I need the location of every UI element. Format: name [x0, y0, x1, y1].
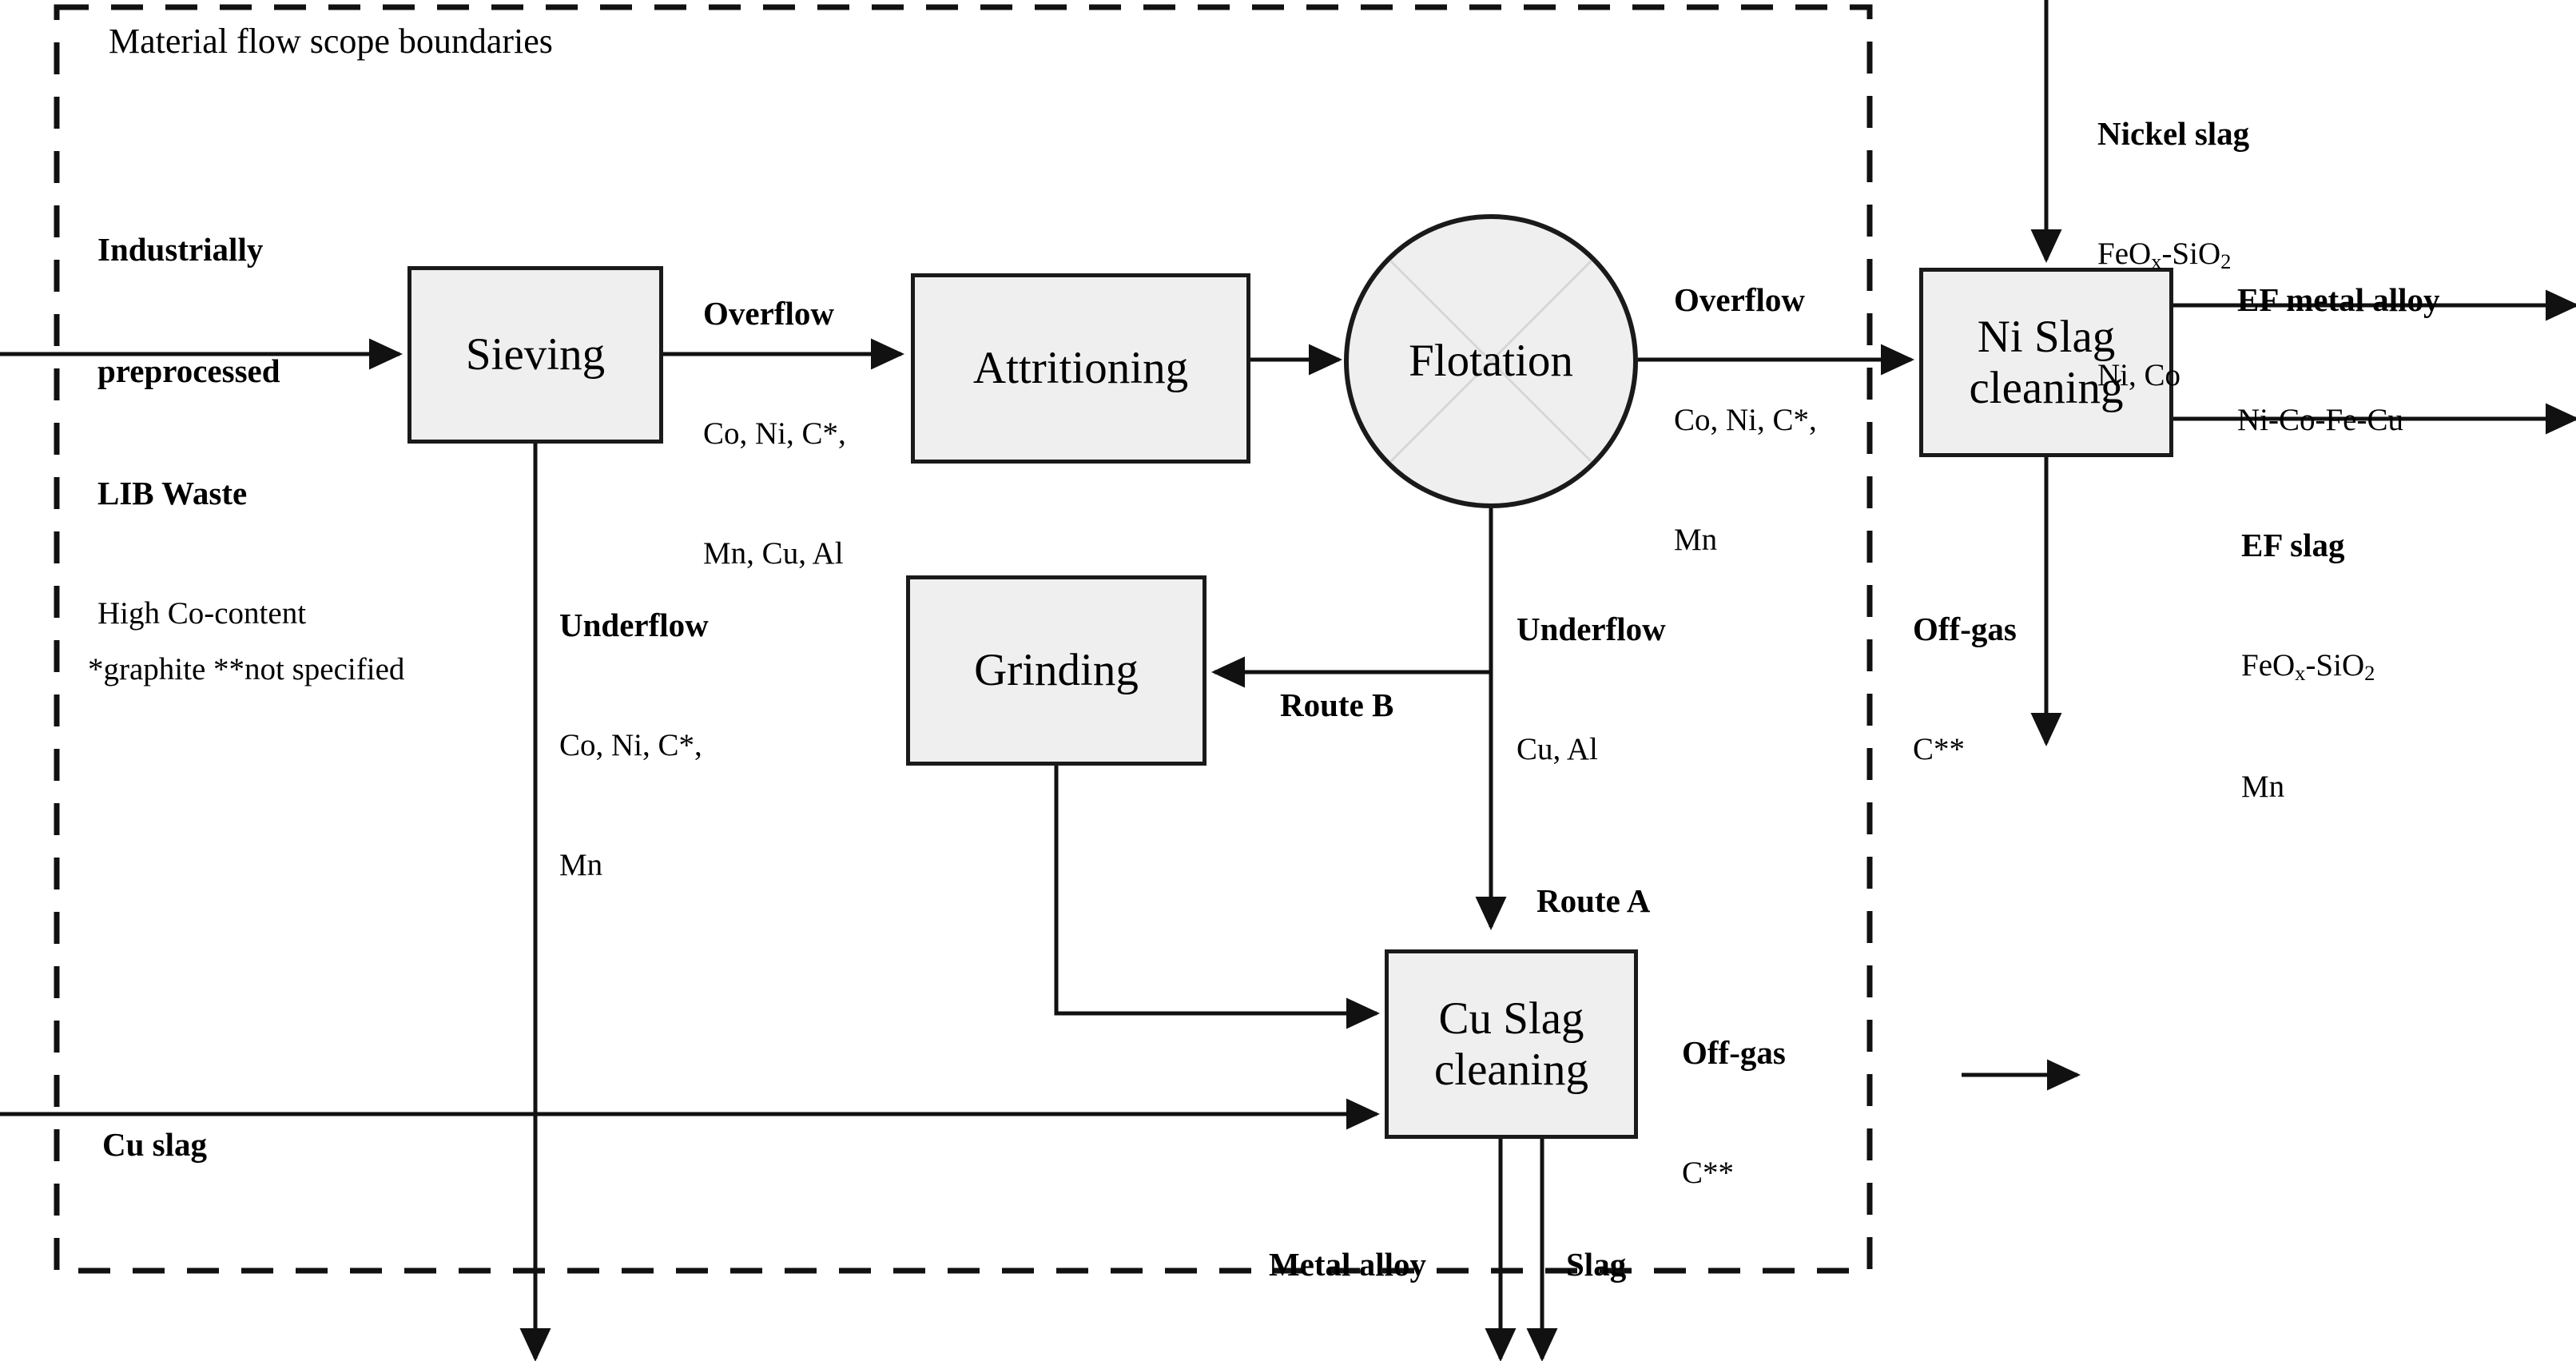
node-ni-slag-cleaning-label: Ni Slag cleaning	[1969, 311, 2124, 413]
node-sieving-label: Sieving	[465, 329, 606, 380]
node-flotation[interactable]: Flotation	[1344, 214, 1638, 508]
footnote-legend: *graphite **not specified	[88, 652, 405, 686]
node-sieving[interactable]: Sieving	[407, 266, 663, 444]
label-ef-slag: EF slag FeOx-SiO2 Mn	[2241, 444, 2375, 888]
label-sieving-underflow: Underflow Co, Ni, C*, Mn	[559, 523, 709, 966]
label-route-b: Route B	[1280, 603, 1393, 806]
label-cu-offgas: Off-gas C**	[1682, 951, 1786, 1274]
label-ef-slag-formula: FeOx-SiO2	[2241, 648, 2375, 685]
label-nickel-slag-formula: FeOx-SiO2	[2097, 237, 2232, 273]
label-flotation-overflow-sub2: Mn	[1674, 523, 1718, 558]
label-cu-offgas-title: Off-gas	[1682, 1033, 1786, 1071]
label-ef-metal-alloy-title: EF metal alloy	[2237, 281, 2440, 318]
label-cu-slag-in: Cu slag	[102, 1043, 207, 1246]
label-metal-alloy-out-title: Metal alloy	[1269, 1245, 1426, 1283]
label-flotation-overflow: Overflow Co, Ni, C*, Mn	[1674, 198, 1817, 641]
label-feed: Industrially preprocessed LIB Waste High…	[97, 148, 306, 714]
node-grinding-label: Grinding	[974, 645, 1139, 696]
label-sieving-overflow-sub2: Mn, Cu, Al	[703, 536, 844, 571]
label-cu-offgas-sub1: C**	[1682, 1156, 1735, 1191]
label-sieving-overflow: Overflow Co, Ni, C*, Mn, Cu, Al	[703, 212, 846, 655]
label-feed-line1: Industrially	[97, 230, 264, 268]
label-nickel-slag-title: Nickel slag	[2097, 114, 2250, 152]
label-flotation-overflow-title: Overflow	[1674, 281, 1805, 318]
label-sieving-overflow-sub1: Co, Ni, C*,	[703, 416, 846, 452]
label-flotation-underflow-sub1: Cu, Al	[1517, 732, 1598, 767]
label-ni-offgas-sub1: C**	[1913, 732, 1966, 767]
node-attritioning-label: Attritioning	[972, 343, 1189, 394]
node-cu-slag-cleaning-label: Cu Slag cleaning	[1433, 993, 1589, 1095]
label-route-a: Route A	[1536, 799, 1650, 1002]
node-grinding[interactable]: Grinding	[906, 575, 1207, 766]
node-ni-slag-cleaning[interactable]: Ni Slag cleaning	[1919, 268, 2173, 457]
label-feed-line3: LIB Waste	[97, 474, 248, 511]
label-sieving-underflow-title: Underflow	[559, 606, 709, 643]
label-sieving-underflow-sub2: Mn	[559, 848, 603, 883]
label-feed-line2: preprocessed	[97, 352, 280, 390]
label-cu-slag-in-title: Cu slag	[102, 1125, 208, 1163]
label-ef-slag-sub2: Mn	[2241, 769, 2285, 804]
label-flotation-overflow-sub1: Co, Ni, C*,	[1674, 403, 1817, 438]
label-ef-metal-alloy-sub1: Ni-Co-Fe-Cu	[2237, 403, 2403, 438]
label-metal-alloy-out: Metal alloy Cu-Fe-Co-Ni	[1269, 1163, 1435, 1361]
label-sieving-underflow-sub1: Co, Ni, C*,	[559, 728, 702, 763]
scope-boundary-label: Material flow scope boundaries	[109, 22, 553, 61]
label-ni-offgas: Off-gas C**	[1913, 527, 2017, 850]
node-flotation-label: Flotation	[1409, 336, 1573, 387]
label-route-a-title: Route A	[1536, 881, 1651, 919]
label-nickel-slag-sub2: Ni, Co	[2097, 357, 2181, 392]
label-flotation-underflow-title: Underflow	[1517, 610, 1666, 647]
label-nickel-slag: Nickel slag FeOx-SiO2 Ni, Co	[2097, 32, 2249, 476]
label-flotation-underflow: Underflow Cu, Al	[1517, 527, 1666, 850]
label-feed-sub: High Co-content	[97, 596, 307, 631]
label-slag-out-title: Slag	[1566, 1245, 1627, 1283]
label-sieving-overflow-title: Overflow	[703, 294, 834, 332]
label-slag-out: Slag FeOx-SiO2-Al2O3	[1566, 1163, 1785, 1361]
node-attritioning[interactable]: Attritioning	[911, 273, 1250, 464]
node-cu-slag-cleaning[interactable]: Cu Slag cleaning	[1385, 949, 1638, 1139]
label-ef-slag-title: EF slag	[2241, 526, 2345, 563]
label-route-b-title: Route B	[1280, 686, 1394, 723]
label-ef-metal-alloy: EF metal alloy Ni-Co-Fe-Cu	[2237, 198, 2440, 521]
label-ni-offgas-title: Off-gas	[1913, 610, 2017, 647]
